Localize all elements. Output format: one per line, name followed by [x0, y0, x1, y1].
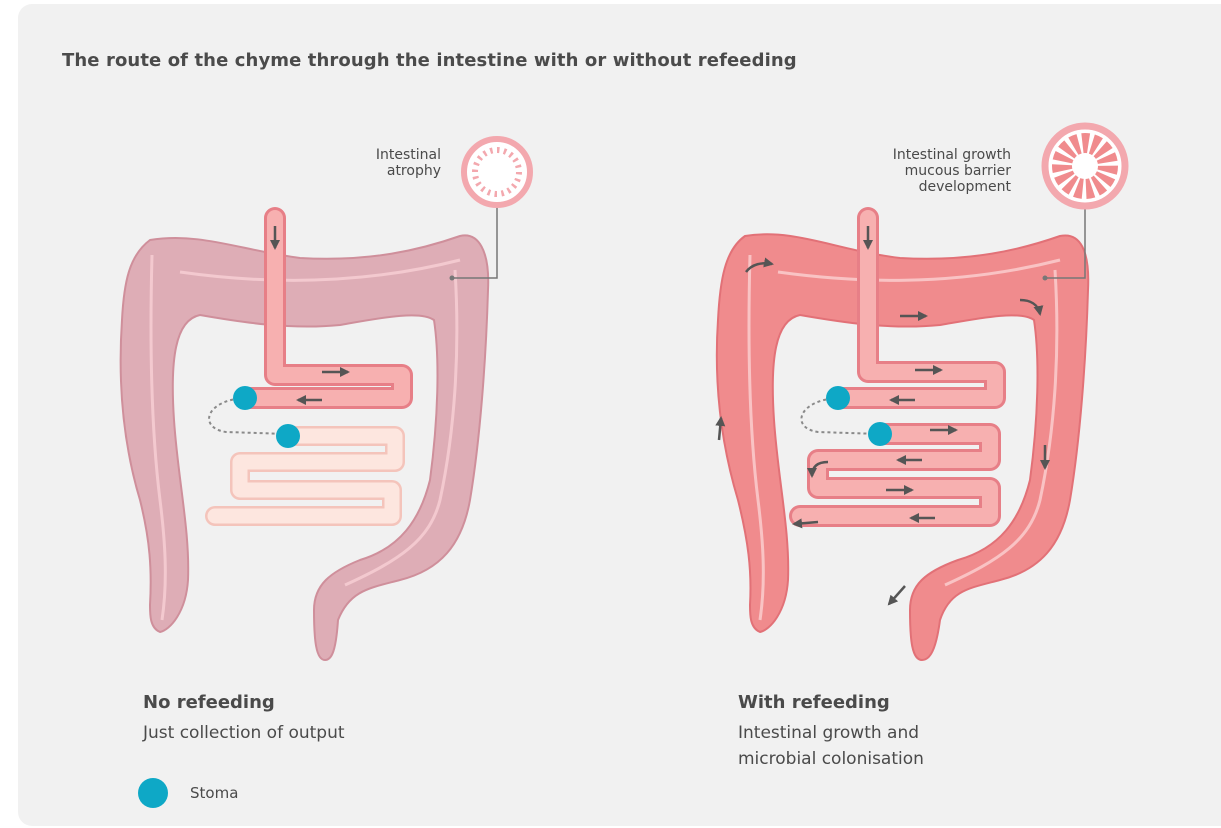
- legend-label: Stoma: [190, 784, 238, 802]
- caption-line: microbial colonisation: [738, 746, 924, 772]
- stoma-marker: [276, 424, 300, 448]
- stoma-marker: [868, 422, 892, 446]
- caption-line: Intestinal growth and: [738, 720, 924, 746]
- cross-section-growth-icon: [1045, 126, 1125, 206]
- callout-line: development: [893, 179, 1011, 195]
- callout-line: Intestinal growth: [893, 147, 1011, 163]
- stoma-marker: [826, 386, 850, 410]
- caption-line: Just collection of output: [143, 720, 345, 746]
- stoma-legend-icon: [138, 778, 168, 808]
- callout-line: atrophy: [376, 163, 441, 179]
- callout-line: mucous barrier: [893, 163, 1011, 179]
- caption-no-refeeding-title: No refeeding: [143, 692, 275, 713]
- callout-line: Intestinal: [376, 147, 441, 163]
- callout-atrophy: Intestinal atrophy: [376, 147, 441, 179]
- caption-with-refeeding-text: Intestinal growth and microbial colonisa…: [738, 720, 924, 772]
- cross-section-atrophy-icon: [464, 139, 530, 205]
- caption-no-refeeding-text: Just collection of output: [143, 720, 345, 746]
- caption-with-refeeding-title: With refeeding: [738, 692, 890, 713]
- callout-anchor-dot: [450, 276, 455, 281]
- callout-anchor-dot: [1043, 276, 1048, 281]
- colon-no-refeeding: [121, 235, 489, 660]
- stoma-marker: [233, 386, 257, 410]
- legend: Stoma: [138, 778, 238, 808]
- colon-with-refeeding: [717, 234, 1088, 660]
- callout-growth: Intestinal growth mucous barrier develop…: [893, 147, 1011, 195]
